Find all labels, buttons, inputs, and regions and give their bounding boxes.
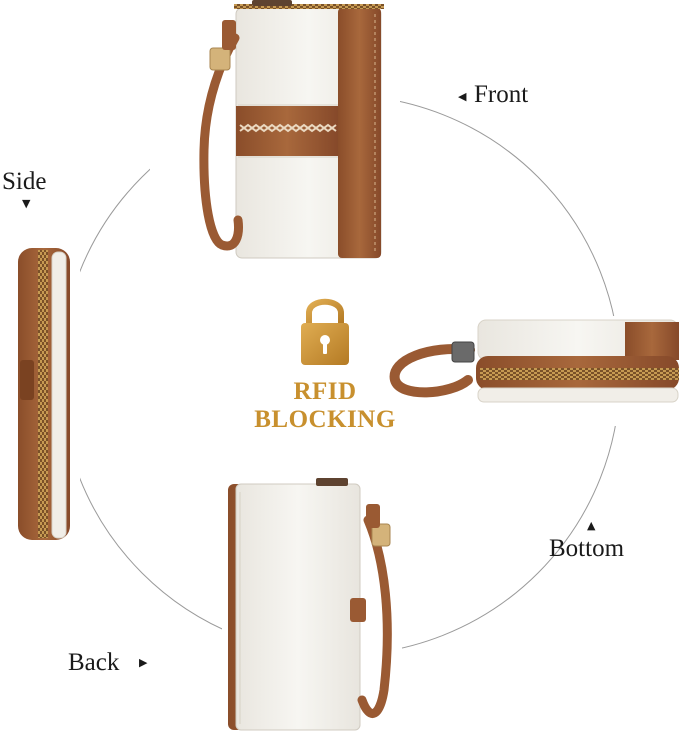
side-label: Side (2, 168, 47, 195)
side-arrow-icon: ▼ (22, 197, 31, 210)
front-arrow-icon: ◀ (458, 90, 467, 103)
rfid-text: RFID (293, 378, 357, 405)
front-view-wallet (150, 0, 400, 264)
bottom-view-wallet (385, 316, 679, 426)
back-arrow-icon: ▶ (139, 656, 148, 669)
padlock-icon (301, 298, 349, 365)
back-view-wallet (222, 476, 402, 731)
bottom-arrow-icon: ▲ (587, 519, 596, 532)
side-view-wallet (8, 238, 80, 548)
bottom-label: Bottom (549, 535, 625, 562)
back-label: Back (68, 649, 120, 676)
blocking-text: BLOCKING (254, 406, 396, 433)
front-label: Front (474, 81, 529, 108)
